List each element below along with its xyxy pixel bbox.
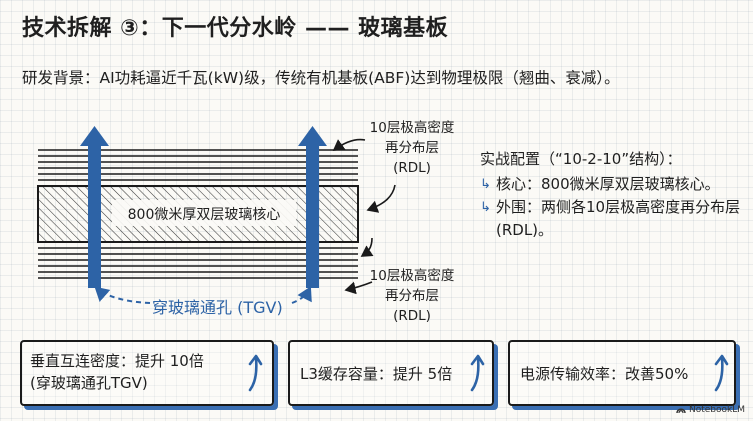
top-label-arrow-b [366,184,396,213]
metric-interconnect-label: 垂直互连密度：提升 10倍 [30,352,204,370]
metric-card-power: 电源传输效率：改善50% [508,340,736,406]
bottom-label-arrow-b [344,281,373,295]
tgv-label: 穿玻璃通孔 (TGV) [152,298,283,317]
brand-watermark: NotebookLM [676,405,745,415]
config-heading: 实战配置（“10-2-10”结构）： [480,150,682,168]
return-arrow-icon: ↳ [480,177,491,192]
tgv-curve-right [291,286,312,304]
config-item-outer: ↳ 外围：两侧各10层极高密度再分布层 (RDL)。 [480,196,752,242]
return-arrow-icon: ↳ [480,200,491,215]
top-label-arrow-a [332,138,366,151]
config-item-core: ↳ 核心：800微米厚双层玻璃核心。 [480,173,752,196]
metric-card-l3-cache: L3缓存容量：提升 5倍 [288,340,494,406]
notebooklm-logo-icon [676,408,686,414]
page-subtitle: 研发背景：AI功耗逼近千瓦(kW)级，传统有机基板(ABF)达到物理极限（翘曲、… [22,69,620,87]
config-panel: 实战配置（“10-2-10”结构）： ↳ 核心：800微米厚双层玻璃核心。 ↳ … [480,148,752,242]
tgv-arrow-right [298,126,327,288]
metric-l3-label: L3缓存容量：提升 5倍 [300,365,453,383]
bottom-label-arrow-a [360,237,374,257]
metric-power-label: 电源传输效率：改善50% [520,365,689,383]
metric-card-interconnect: 垂直互连密度：提升 10倍 (穿玻璃通孔TGV) [20,340,274,406]
up-arrow-icon [714,354,729,392]
up-arrow-icon [248,354,263,392]
up-arrow-icon [470,354,485,392]
bottom-rdl-label: 10层极高密度 再分布层 (RDL) [369,268,455,324]
glass-substrate-diagram [37,126,396,304]
page-title: 技术拆解 ③：下一代分水岭 —— 玻璃基板 [22,16,449,41]
core-label: 800微米厚双层玻璃核心 [127,207,281,223]
metric-interconnect-note: (穿玻璃通孔TGV) [30,374,148,392]
top-rdl-label: 10层极高密度 再分布层 (RDL) [369,120,455,176]
tgv-curve-left [94,286,151,304]
tgv-arrow-left [80,126,109,288]
